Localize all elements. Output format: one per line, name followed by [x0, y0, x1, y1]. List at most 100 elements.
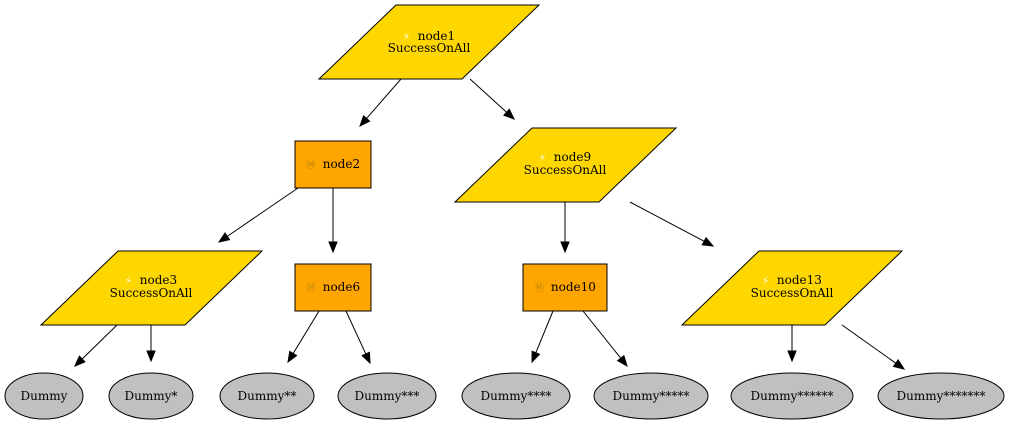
node2-sequence[interactable]: Ⓜ node2	[294, 140, 372, 189]
node13-label: node13	[777, 273, 822, 287]
leaf3-label: Dummy**	[238, 389, 297, 403]
leaf-dummy-0[interactable]: Dummy	[4, 372, 84, 420]
arrowhead	[616, 354, 628, 368]
arrowhead	[787, 350, 797, 363]
node13-policy: SuccessOnAll	[751, 286, 834, 300]
edge-line	[292, 310, 320, 354]
node1-policy: SuccessOnAll	[388, 41, 471, 55]
arrowhead	[328, 241, 338, 254]
leaf7-shape	[730, 372, 854, 420]
leaf2-shape	[108, 372, 194, 420]
edge-node1-node2	[359, 78, 402, 128]
edge-line	[469, 78, 507, 113]
leaf-dummy-2[interactable]: Dummy**	[219, 372, 315, 420]
svg-text:Ⓜ node6: Ⓜ node6	[306, 280, 360, 294]
arrowhead	[217, 232, 231, 243]
node13-parallel[interactable]: ⚡ node13 SuccessOnAll	[680, 250, 904, 326]
leaf6-shape	[593, 372, 709, 420]
leaf-dummy-7[interactable]: Dummy*******	[877, 372, 1005, 420]
edge-node1-node9	[469, 78, 515, 120]
node3-policy: SuccessOnAll	[110, 286, 193, 300]
arrowhead	[287, 350, 298, 364]
node3-parallel[interactable]: ⚡ node3 SuccessOnAll	[39, 250, 264, 326]
node9-parallel[interactable]: ⚡ node9 SuccessOnAll	[453, 127, 678, 203]
edge-node2-node3	[217, 187, 299, 243]
edge-line	[366, 78, 402, 119]
arrowhead	[359, 114, 371, 128]
svg-text:⚡ node13: ⚡ node13	[762, 273, 822, 287]
arrowhead	[503, 108, 515, 120]
sequence-icon: Ⓜ	[306, 282, 316, 294]
leaf4-shape	[337, 372, 437, 420]
edge-line	[226, 187, 299, 237]
node9-shape	[453, 127, 678, 203]
edge-line	[841, 324, 897, 364]
arrowhead	[361, 351, 371, 365]
svg-text:⚡ node9: ⚡ node9	[539, 150, 591, 164]
edge-node9-node13	[629, 201, 715, 247]
lightning-icon: ⚡	[403, 32, 410, 43]
node9-policy: SuccessOnAll	[524, 163, 607, 177]
leaf6-label: Dummy*****	[613, 389, 690, 403]
node10-shape	[522, 263, 608, 312]
edge-node10-leaf5	[531, 310, 554, 364]
edge-node3-leaf1	[74, 324, 118, 367]
node1-shape	[317, 4, 541, 80]
edge-node9-node10	[560, 202, 570, 254]
sequence-icon: Ⓜ	[534, 282, 544, 294]
node3-shape	[39, 250, 264, 326]
node10-label: node10	[551, 280, 596, 294]
node6-sequence[interactable]: Ⓜ node6	[294, 263, 372, 312]
node1-parallel[interactable]: ⚡ node1 SuccessOnAll	[317, 4, 541, 80]
node6-label: node6	[323, 280, 360, 294]
leaf1-shape	[4, 372, 84, 420]
edge-line	[345, 310, 367, 355]
edge-node10-leaf6	[582, 310, 628, 368]
node10-sequence[interactable]: Ⓜ node10	[522, 263, 608, 312]
leaf-dummy-4[interactable]: Dummy****	[461, 372, 571, 420]
edge-line	[582, 310, 622, 359]
leaf5-shape	[461, 372, 571, 420]
lightning-icon: ⚡	[539, 153, 546, 164]
node13-shape	[680, 250, 904, 326]
edge-node13-leaf8	[841, 324, 906, 370]
edge-line	[535, 310, 554, 353]
node3-label: node3	[140, 273, 177, 287]
leaf-dummy-6[interactable]: Dummy******	[730, 372, 854, 420]
lightning-icon: ⚡	[762, 276, 769, 287]
node6-shape	[294, 263, 372, 312]
edge-node6-leaf4	[345, 310, 371, 365]
edges-layer	[74, 78, 906, 370]
edge-line	[81, 324, 118, 360]
arrowhead	[531, 350, 541, 364]
leaf4-label: Dummy***	[355, 389, 420, 403]
arrowhead	[560, 241, 570, 254]
edge-node13-leaf7	[787, 325, 797, 363]
leaf-dummy-1[interactable]: Dummy*	[108, 372, 194, 420]
leaf8-label: Dummy*******	[897, 389, 986, 403]
svg-text:⚡ node3: ⚡ node3	[125, 273, 177, 287]
arrowhead	[146, 350, 156, 363]
leaf5-label: Dummy****	[481, 389, 552, 403]
edge-node6-leaf3	[287, 310, 320, 364]
node9-label: node9	[554, 150, 591, 164]
edge-node3-leaf2	[146, 325, 156, 363]
leaf1-label: Dummy	[21, 389, 68, 403]
arrowhead	[701, 236, 715, 247]
arrowhead	[74, 355, 86, 367]
leaf3-shape	[219, 372, 315, 420]
leaf8-shape	[877, 372, 1005, 420]
edge-node2-node6	[328, 188, 338, 254]
leaf2-label: Dummy*	[125, 389, 178, 403]
svg-text:Ⓜ node2: Ⓜ node2	[306, 157, 360, 171]
arrowhead	[892, 359, 906, 370]
node1-label: node1	[418, 29, 455, 43]
edge-line	[629, 201, 705, 242]
svg-text:Ⓜ node10: Ⓜ node10	[534, 280, 596, 294]
leaf-dummy-5[interactable]: Dummy*****	[593, 372, 709, 420]
leaf-dummy-3[interactable]: Dummy***	[337, 372, 437, 420]
leaf7-label: Dummy******	[751, 389, 834, 403]
node2-shape	[294, 140, 372, 189]
sequence-icon: Ⓜ	[306, 159, 316, 171]
